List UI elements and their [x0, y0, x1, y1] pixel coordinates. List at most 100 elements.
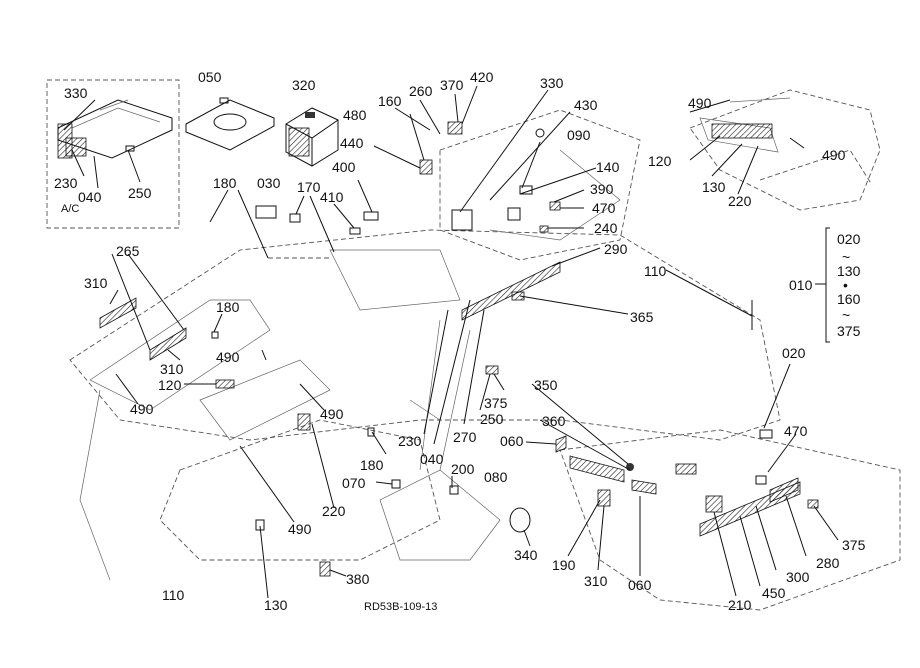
callout-label: 420: [470, 69, 494, 85]
callout-label: 220: [322, 503, 346, 519]
decal-120-130: [711, 123, 773, 139]
callout-label: 490: [216, 349, 240, 365]
callout-label: 220: [728, 193, 752, 209]
decal-440: [419, 159, 433, 175]
part-050-plate: [185, 97, 275, 151]
callout-label: 110: [644, 263, 667, 279]
callout-label: 250: [128, 185, 152, 201]
callout-label: 230: [398, 433, 422, 449]
decal-380: [319, 561, 331, 577]
callout-label: 265: [116, 243, 140, 259]
decal-310-mid: [149, 327, 187, 361]
callout-label: 130: [702, 179, 726, 195]
ac-label: [65, 137, 87, 157]
callout-label: 490: [688, 95, 712, 111]
callout-label: 170: [297, 179, 321, 195]
leader-lines: [63, 85, 839, 599]
callout-label: 260: [409, 83, 433, 99]
range-bracket: 020 ~ 130 • 160 ~ 375 010: [789, 227, 861, 343]
callout-label: 380: [346, 571, 370, 587]
callout-label: 310: [84, 275, 108, 291]
range-mid-2: 160: [837, 291, 861, 307]
callout-label: 330: [64, 85, 88, 101]
decal-220: [297, 413, 311, 431]
decal-310-left: [99, 297, 137, 329]
callout-label: 390: [590, 181, 614, 197]
callout-label: 140: [596, 159, 620, 175]
callout-label: 470: [784, 423, 808, 439]
callout-label: 450: [762, 585, 786, 601]
ac-inset: A/C: [46, 79, 180, 229]
callout-label: 130: [264, 597, 288, 613]
decal-470: [675, 463, 697, 475]
callout-label: 230: [54, 175, 78, 191]
callout-label: 490: [130, 401, 154, 417]
decal-190: [597, 489, 611, 507]
callout-label: 370: [440, 77, 464, 93]
range-bottom: 375: [837, 323, 861, 339]
callout-label: 250: [480, 411, 504, 427]
callout-label: 360: [542, 413, 566, 429]
decal-210: [705, 495, 723, 513]
decal-290: [461, 261, 561, 321]
group-label: 010: [789, 277, 813, 293]
callout-label: 490: [288, 521, 312, 537]
decal-420: [447, 121, 463, 135]
callout-label: 320: [292, 77, 316, 93]
callout-label: 030: [257, 175, 281, 191]
callout-label: 020: [782, 345, 806, 361]
callout-label: 110: [162, 587, 185, 603]
upper-right-assembly: [689, 89, 881, 211]
range-top: 020: [837, 231, 861, 247]
decal-060: [555, 435, 567, 453]
callout-label: 400: [332, 159, 356, 175]
callout-label: 120: [158, 377, 182, 393]
callout-label: 190: [552, 557, 576, 573]
callout-label: 350: [534, 377, 558, 393]
callout-label: 180: [213, 175, 237, 191]
callout-label: 040: [78, 189, 102, 205]
callout-label: 410: [320, 189, 344, 205]
callout-label: 340: [514, 547, 538, 563]
decal-120: [215, 379, 235, 389]
callout-label: 490: [320, 406, 344, 422]
callout-label: 440: [340, 135, 364, 151]
callout-label: 490: [822, 147, 846, 163]
decal-360: [569, 455, 625, 483]
drawing-reference: RD53B-109-13: [364, 601, 437, 613]
machine-body: [69, 109, 901, 611]
callout-label: 090: [567, 127, 591, 143]
callout-label: 470: [592, 200, 616, 216]
callout-label: 290: [604, 241, 628, 257]
range-dot: •: [843, 277, 848, 293]
callout-label: 210: [728, 597, 752, 613]
callout-label: 300: [786, 569, 810, 585]
callout-label: 310: [584, 573, 608, 589]
decal-375: [485, 365, 499, 375]
inset-caption: A/C: [61, 203, 79, 215]
decal-280: [769, 477, 799, 503]
callout-label: 180: [360, 457, 384, 473]
callout-label: 330: [540, 75, 564, 91]
callout-label: 365: [630, 309, 654, 325]
callout-label: 160: [378, 93, 402, 109]
callout-label: 200: [451, 461, 475, 477]
range-mid-1: 130: [837, 263, 861, 279]
callout-label: 080: [484, 469, 508, 485]
part-340: [509, 507, 531, 533]
callout-label: 240: [594, 220, 618, 236]
callout-label: 040: [420, 451, 444, 467]
callout-label: 280: [816, 555, 840, 571]
decal-365: [511, 291, 525, 301]
callout-label: 060: [500, 433, 524, 449]
callout-label: 120: [648, 153, 672, 169]
callout-label: 060: [628, 577, 652, 593]
range-tilde-2: ~: [842, 307, 850, 323]
range-tilde-1: ~: [842, 249, 850, 265]
callout-label: 070: [342, 475, 366, 491]
callout-label: 430: [574, 97, 598, 113]
callout-label: 375: [484, 395, 508, 411]
callout-label: 050: [198, 69, 222, 85]
callout-label: 180: [216, 299, 240, 315]
